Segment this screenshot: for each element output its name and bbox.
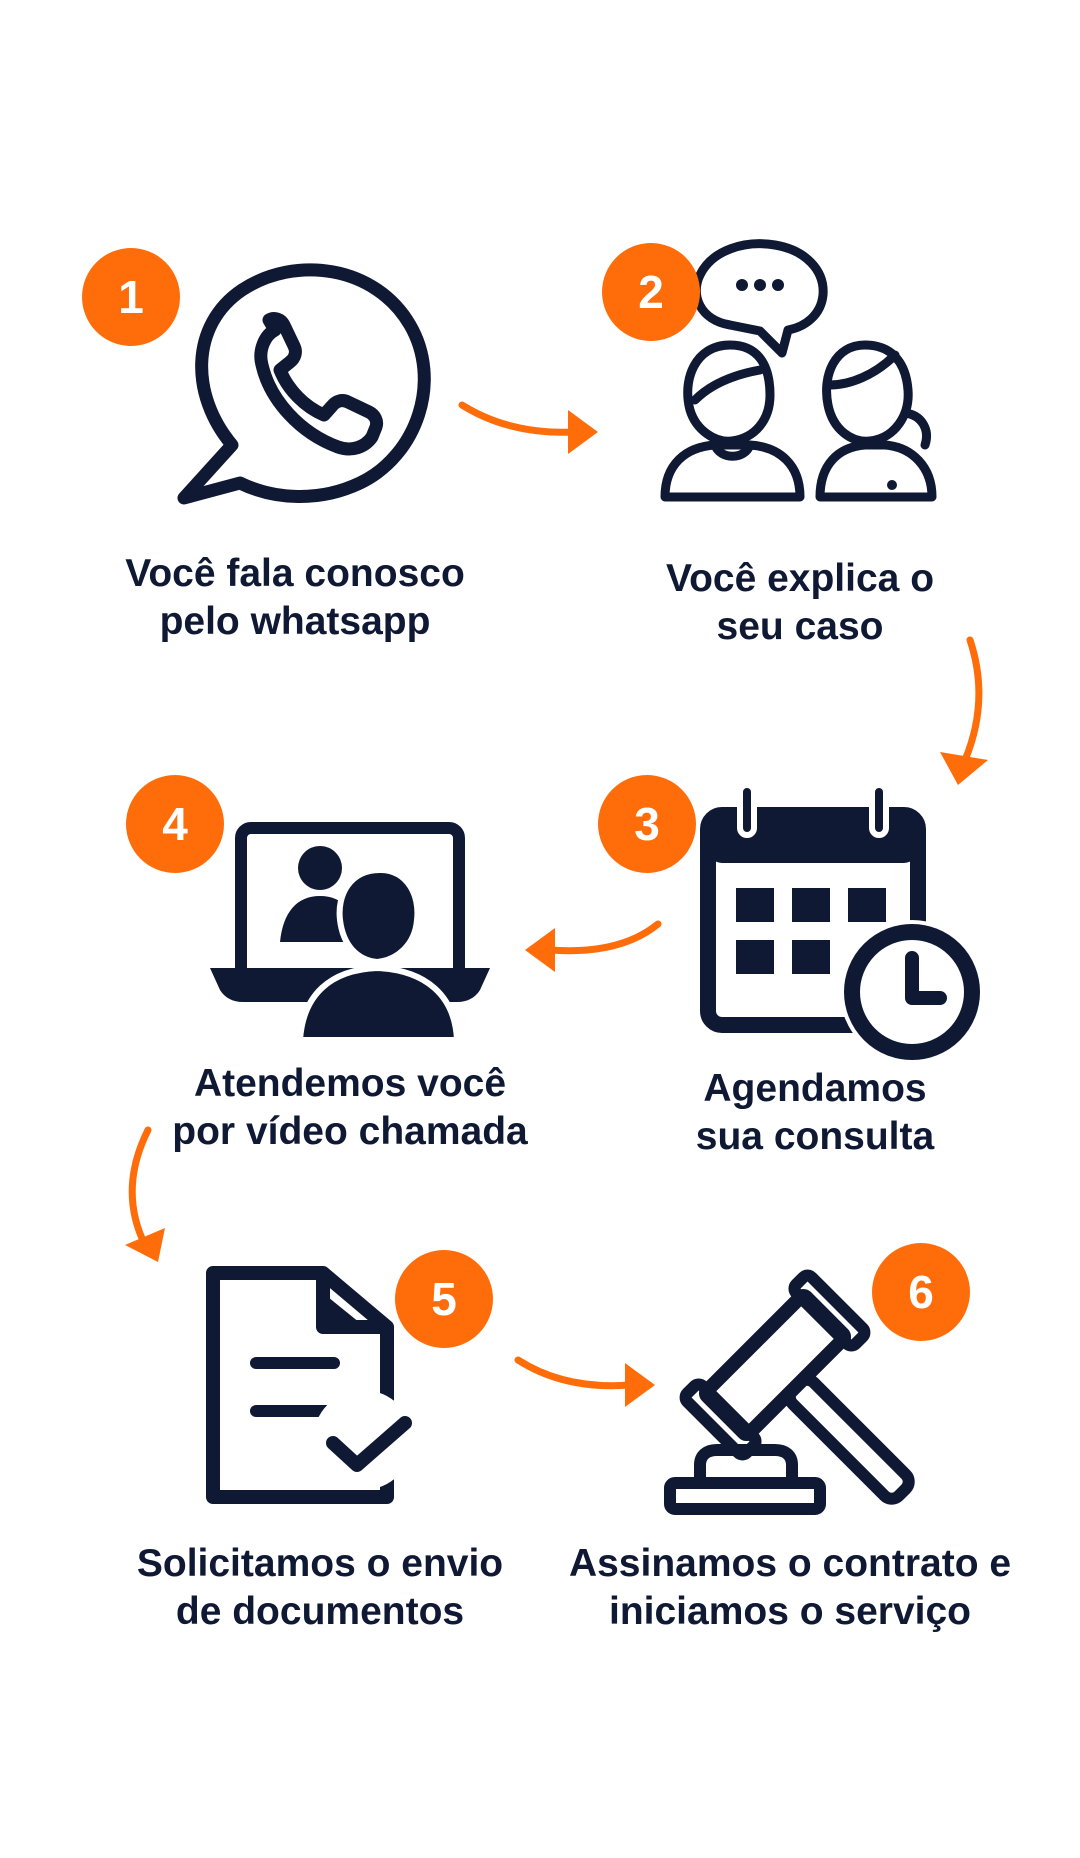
whatsapp-icon: [177, 263, 431, 505]
step-4-label: Atendemos você por vídeo chamada: [150, 1060, 550, 1156]
step-3-label: Agendamos sua consulta: [615, 1065, 1015, 1161]
step-5-badge: 5: [395, 1250, 493, 1348]
step-2-label-line2: seu caso: [716, 605, 884, 648]
step-3-label-line1: Agendamos: [703, 1067, 927, 1110]
conversation-people-icon: [660, 239, 937, 502]
step-5-label-line2: de documentos: [175, 1590, 465, 1633]
step-1-label-line2: pelo whatsapp: [159, 600, 431, 643]
arrow-left-middle: [525, 920, 662, 972]
step-4-label-line1: Atendemos você: [193, 1062, 507, 1105]
document-check-icon: [206, 1266, 413, 1504]
step-1-label: Você fala conosco pelo whatsapp: [80, 550, 510, 646]
arrow-right-top: [458, 401, 598, 454]
step-1-label-line1: Você fala conosco: [125, 552, 465, 595]
step-5-label-line1: Solicitamos o envio: [136, 1542, 504, 1585]
step-2-label-line1: Você explica o: [665, 557, 935, 600]
step-4-badge: 4: [126, 775, 224, 873]
step-4-label-line2: por vídeo chamada: [172, 1110, 528, 1153]
step-1-badge: 1: [82, 248, 180, 346]
video-call-laptop-icon: [210, 822, 490, 1043]
step-6-label: Assinamos o contrato e iniciamos o servi…: [560, 1540, 1020, 1636]
step-6-badge: 6: [872, 1243, 970, 1341]
calendar-clock-icon: [700, 782, 984, 1064]
step-3-badge: 3: [598, 775, 696, 873]
step-6-label-line2: iniciamos o serviço: [609, 1590, 971, 1633]
arrow-right-bottom: [514, 1356, 655, 1407]
step-2-label: Você explica o seu caso: [585, 555, 1015, 651]
gavel-icon: [664, 1269, 915, 1515]
step-3-label-line2: sua consulta: [695, 1115, 935, 1158]
step-2-badge: 2: [602, 243, 700, 341]
arrow-down-right: [940, 636, 988, 785]
step-6-label-line1: Assinamos o contrato e: [568, 1542, 1012, 1585]
step-5-label: Solicitamos o envio de documentos: [100, 1540, 540, 1636]
